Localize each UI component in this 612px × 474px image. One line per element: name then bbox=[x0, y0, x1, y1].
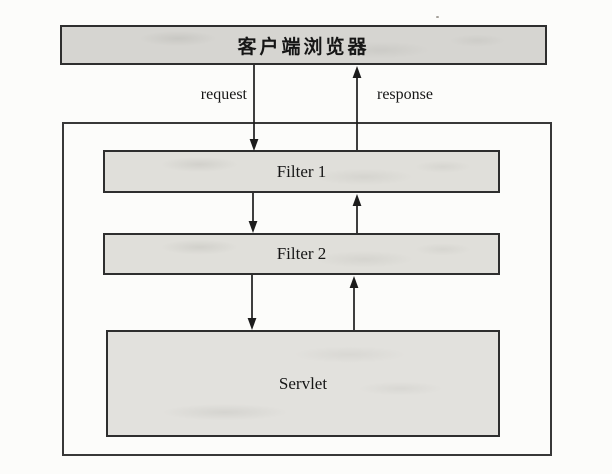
scan-speck bbox=[436, 16, 439, 18]
request-label: request bbox=[200, 86, 247, 103]
servlet-box: Servlet bbox=[106, 330, 500, 437]
client-browser-box: 客户端浏览器 bbox=[60, 25, 547, 65]
filter1-box: Filter 1 bbox=[103, 150, 500, 193]
response-label: response bbox=[377, 86, 433, 103]
filter1-label: Filter 1 bbox=[276, 161, 327, 181]
client-browser-label: 客户端浏览器 bbox=[237, 36, 370, 58]
web-container-box bbox=[62, 122, 552, 456]
servlet-label: Servlet bbox=[278, 373, 328, 393]
filter2-box: Filter 2 bbox=[103, 233, 500, 275]
filter2-label: Filter 2 bbox=[276, 244, 327, 263]
